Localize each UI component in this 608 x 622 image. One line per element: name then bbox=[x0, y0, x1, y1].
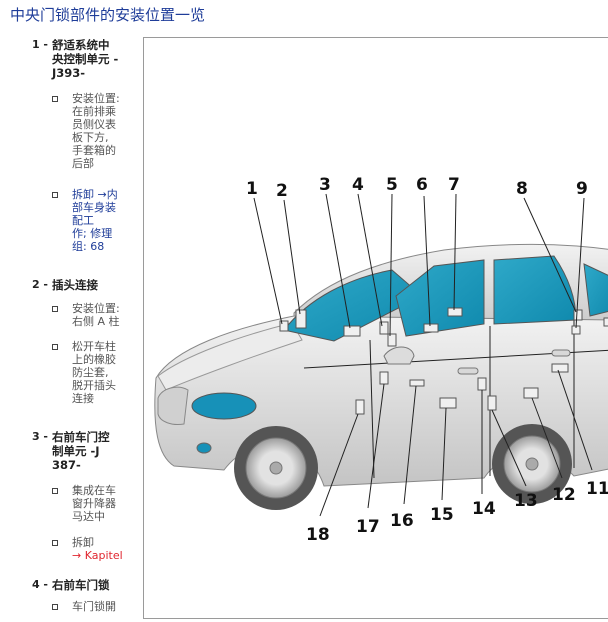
component-13 bbox=[487, 395, 497, 411]
component-5 bbox=[387, 333, 397, 347]
sub-item: 集成在车 窗升降器 马达中 bbox=[52, 484, 136, 523]
car-locking-diagram: 1 2 3 4 5 6 7 8 9 11 12 13 14 15 16 17 1… bbox=[143, 37, 608, 619]
sub-item: 拆卸 → Kapitel bbox=[52, 536, 136, 562]
component-8 bbox=[573, 309, 583, 321]
fog-light bbox=[196, 442, 212, 454]
legend-item-3: 3 - 右前车门控 制单元 -J 387- bbox=[0, 430, 110, 472]
item-number: 1 - bbox=[31, 38, 48, 51]
square-bullet-icon bbox=[52, 96, 60, 104]
component-7 bbox=[447, 307, 463, 317]
item-title: 舒适系统中 央控制单元 - J393- bbox=[52, 38, 119, 80]
callout-1: 1 bbox=[246, 179, 258, 199]
callout-5: 5 bbox=[386, 175, 398, 195]
rear-door-handle bbox=[551, 349, 571, 357]
component-6 bbox=[423, 323, 439, 333]
item-title: 右前车门控 制单元 -J 387- bbox=[52, 430, 110, 472]
quarter-window bbox=[583, 263, 608, 317]
callout-4: 4 bbox=[352, 175, 364, 195]
callout-3: 3 bbox=[319, 175, 331, 195]
component-2 bbox=[295, 309, 307, 329]
square-bullet-icon bbox=[52, 306, 60, 314]
callout-8: 8 bbox=[516, 179, 528, 199]
item-number: 3 - bbox=[31, 430, 48, 443]
component-18 bbox=[355, 399, 365, 415]
side-mirror bbox=[383, 346, 415, 365]
callout-14: 14 bbox=[472, 499, 496, 519]
callout-2: 2 bbox=[276, 181, 288, 201]
kapitel-link[interactable]: → Kapitel bbox=[72, 549, 123, 562]
sub-item: 松开车柱 上的橡胶 防尘套, 脱开插头 连接 bbox=[52, 340, 136, 405]
component-11 bbox=[551, 363, 569, 373]
callout-12: 12 bbox=[552, 485, 576, 505]
square-bullet-icon bbox=[52, 488, 60, 496]
callout-16: 16 bbox=[390, 511, 414, 531]
item-title: 插头连接 bbox=[52, 278, 98, 292]
sub-item: 安装位置: 在前排乘 员侧仪表 板下方, 手套箱的 后部 bbox=[52, 92, 136, 170]
repair-link[interactable]: 拆卸 →内 部车身装 配工 作; 修理 组: 68 bbox=[72, 188, 118, 253]
component-1 bbox=[279, 320, 289, 332]
callout-7: 7 bbox=[448, 175, 460, 195]
car-illustration: 1 2 3 4 5 6 7 8 9 11 12 13 14 15 16 17 1… bbox=[154, 175, 608, 545]
page-title: 中央门锁部件的安装位置一览 bbox=[10, 6, 206, 24]
car-hood bbox=[157, 322, 303, 391]
square-bullet-icon bbox=[52, 540, 60, 548]
callout-15: 15 bbox=[430, 505, 454, 525]
square-bullet-icon bbox=[52, 192, 60, 200]
callout-9: 9 bbox=[576, 179, 588, 199]
item-title: 右前车门锁 bbox=[52, 578, 110, 592]
legend-item-1: 1 - 舒适系统中 央控制单元 - J393- bbox=[0, 38, 118, 80]
component-10 bbox=[603, 317, 608, 327]
callout-6: 6 bbox=[416, 175, 428, 195]
callout-17: 17 bbox=[356, 517, 380, 537]
callout-11: 11 bbox=[586, 479, 608, 499]
component-14 bbox=[477, 377, 487, 391]
front-grille bbox=[157, 386, 189, 425]
component-3 bbox=[343, 325, 361, 337]
sub-item: 拆卸 →内 部车身装 配工 作; 修理 组: 68 bbox=[52, 188, 136, 253]
item-number: 2 - bbox=[31, 278, 48, 291]
sub-item: 安装位置: 右侧 A 柱 bbox=[52, 302, 136, 328]
callout-13: 13 bbox=[514, 491, 538, 511]
legend-item-2: 2 - 插头连接 bbox=[0, 278, 98, 292]
component-15 bbox=[439, 397, 457, 409]
component-17 bbox=[379, 371, 389, 385]
component-16 bbox=[409, 379, 425, 387]
callout-18: 18 bbox=[306, 525, 330, 545]
item-number: 4 - bbox=[31, 578, 48, 591]
component-4 bbox=[379, 321, 389, 335]
front-door-handle bbox=[457, 367, 479, 375]
legend-item-4: 4 - 右前车门锁 bbox=[0, 578, 110, 592]
headlight bbox=[191, 392, 257, 420]
square-bullet-icon bbox=[52, 604, 60, 612]
square-bullet-icon bbox=[52, 344, 60, 352]
component-12 bbox=[523, 387, 539, 399]
